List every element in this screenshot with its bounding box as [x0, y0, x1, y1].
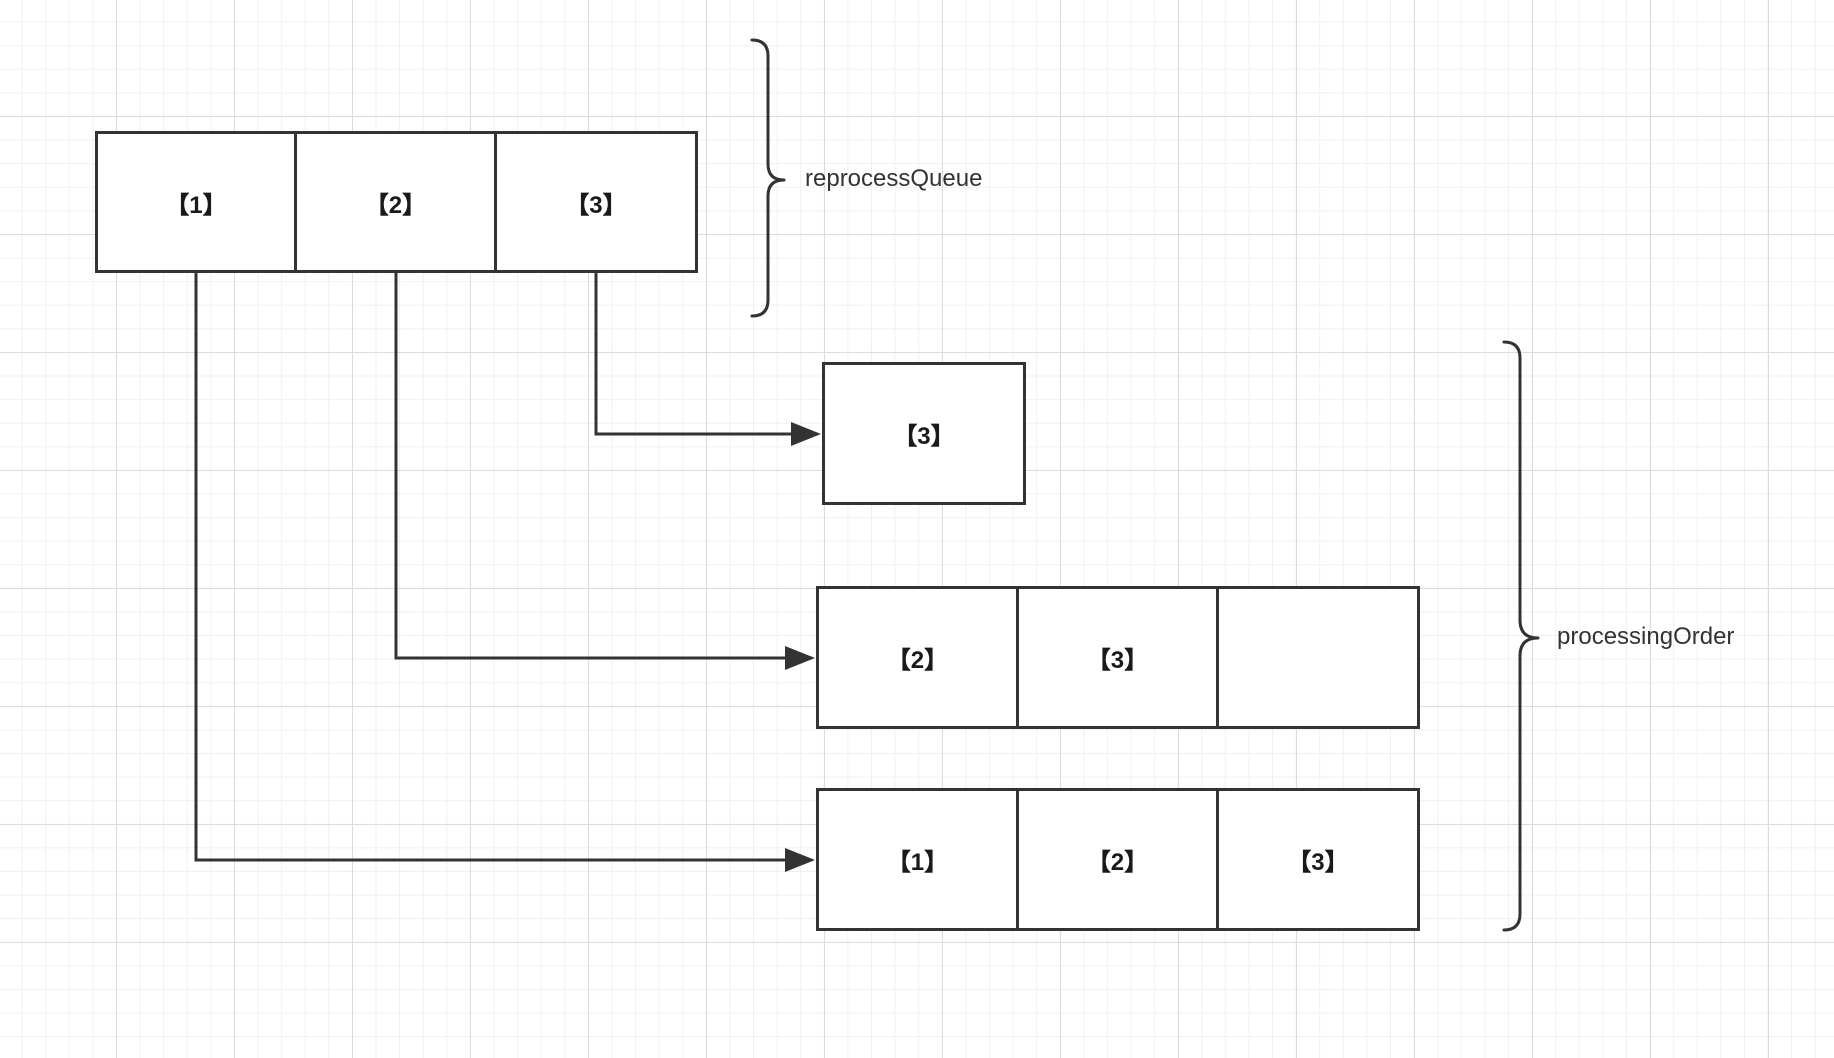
processing-order-label: processingOrder: [1557, 623, 1735, 650]
reprocess-queue-brace: [750, 38, 786, 318]
reprocess-queue-cell-3: 【3】: [494, 131, 698, 273]
reprocess-queue-cell-1: 【1】: [95, 131, 297, 273]
processing-order-row-2-cell-1: 【2】: [816, 586, 1019, 729]
connector-2-to-row-2: [394, 272, 815, 670]
processing-order-row-3-cell-3: 【3】: [1216, 788, 1420, 931]
processing-order-row-1-cell-1: 【3】: [822, 362, 1026, 505]
connector-3-to-row-1: [594, 272, 821, 446]
processing-order-row-2-cell-3: [1216, 586, 1420, 729]
reprocess-queue-cell-2: 【2】: [294, 131, 497, 273]
connector-1-to-row-3: [194, 272, 815, 872]
reprocess-queue-label: reprocessQueue: [805, 165, 983, 192]
processing-order-row-3-cell-1: 【1】: [816, 788, 1019, 931]
processing-order-brace: [1502, 340, 1540, 932]
processing-order-row-2-cell-2: 【3】: [1016, 586, 1219, 729]
processing-order-row-3-cell-2: 【2】: [1016, 788, 1219, 931]
